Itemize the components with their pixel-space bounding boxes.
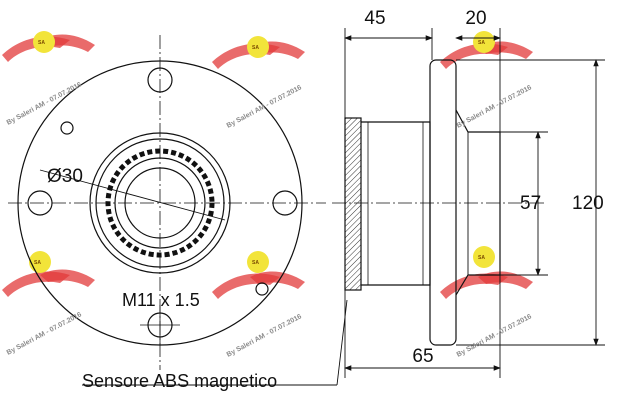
bore bbox=[124, 167, 196, 239]
hub-flange bbox=[429, 59, 457, 346]
watermark-text: By Saleri AM - 07.07.2016 bbox=[226, 313, 303, 359]
bolt-hole-right bbox=[272, 190, 298, 216]
dim-57-label: 57 bbox=[520, 193, 541, 214]
dimension-lines bbox=[82, 28, 605, 386]
abs-leader-line bbox=[336, 299, 348, 386]
watermark-logo-top-right: SA bbox=[440, 31, 533, 69]
svg-text:SA: SA bbox=[38, 40, 45, 46]
bearing-inner-ring bbox=[114, 157, 206, 249]
watermark-text: By Saleri AM - 07.07.2016 bbox=[456, 313, 533, 359]
small-hole-top-left bbox=[60, 121, 74, 135]
dim-45-label: 45 bbox=[364, 8, 385, 29]
bearing-outer-ring bbox=[89, 132, 231, 274]
watermark-logo-bottom-center: SA bbox=[212, 251, 305, 299]
svg-text:SA: SA bbox=[478, 40, 485, 46]
dim-20-label: 20 bbox=[465, 8, 486, 29]
roller-cage bbox=[105, 148, 215, 258]
side-view bbox=[332, 59, 545, 346]
thread-label: M11 x 1.5 bbox=[122, 290, 200, 310]
svg-text:SA: SA bbox=[478, 255, 485, 261]
watermark-logo-bottom-right: SA bbox=[440, 246, 533, 299]
svg-text:SA: SA bbox=[252, 260, 259, 266]
hub-pilot bbox=[455, 109, 501, 296]
dim-120-label: 120 bbox=[572, 193, 604, 214]
dim-65-label: 65 bbox=[412, 346, 433, 367]
hub-body bbox=[361, 121, 431, 286]
watermark-text: By Saleri AM - 07.07.2016 bbox=[6, 311, 83, 357]
diameter-leader bbox=[39, 169, 226, 221]
bore-diameter-label: Ø30 bbox=[47, 166, 83, 187]
bolt-hole-top bbox=[147, 67, 173, 93]
bearing-ring-2 bbox=[95, 138, 225, 268]
watermark-logo-top-left: SA bbox=[2, 31, 95, 62]
watermark-text: By Saleri AM - 07.07.2016 bbox=[456, 84, 533, 130]
watermark-logo-top-center: SA bbox=[212, 36, 305, 69]
watermark-text: By Saleri AM - 07.07.2016 bbox=[226, 84, 303, 130]
small-hole-bottom-right bbox=[255, 282, 269, 296]
abs-sensor-label: Sensore ABS magnetico bbox=[82, 371, 277, 391]
abs-magnetic-ring bbox=[344, 117, 362, 291]
svg-text:SA: SA bbox=[34, 260, 41, 266]
front-view bbox=[8, 35, 326, 370]
bolt-hole-left bbox=[27, 190, 53, 216]
svg-text:SA: SA bbox=[252, 45, 259, 51]
watermark-logo-bottom-left: SA bbox=[2, 251, 95, 297]
